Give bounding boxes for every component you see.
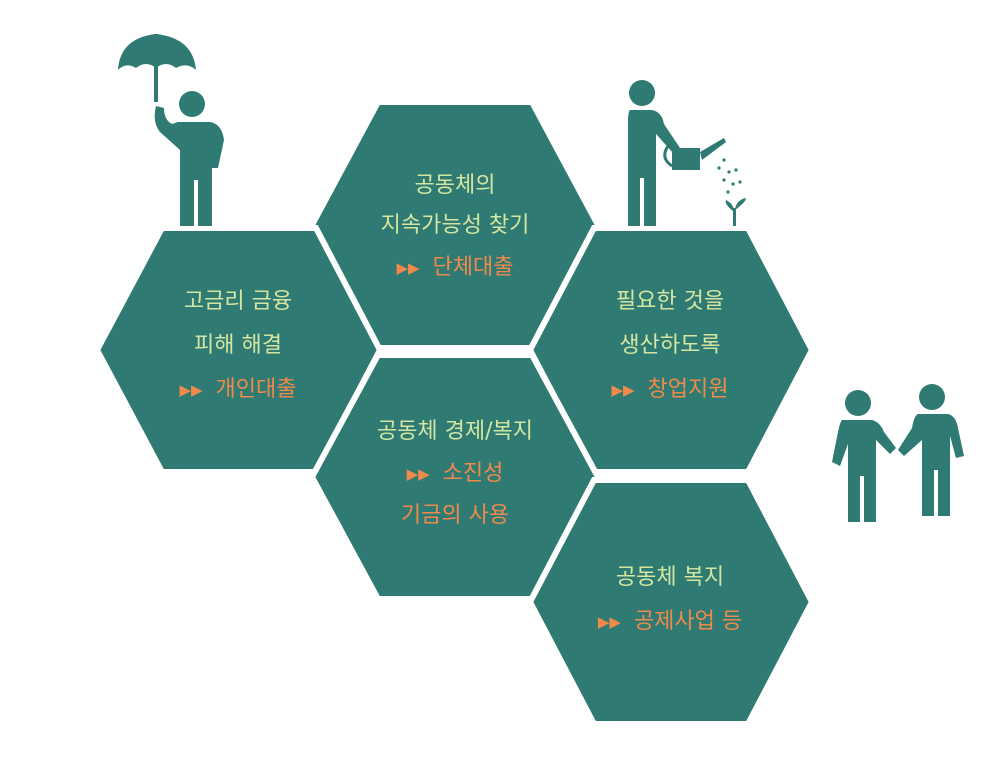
hex-welfare-line-1: 공동체 복지 [616, 565, 724, 590]
hex-sustainability-line-1: 공동체의 [415, 173, 496, 198]
hex-high-interest-accent-1: 개인대출 [216, 377, 297, 402]
hex-startup-accent-1: 창업지원 [648, 377, 729, 402]
arrow-icon: ▶▶ [598, 613, 622, 631]
umbrella-person-icon [118, 34, 224, 226]
svg-text:▶▶ 소진성: ▶▶ 소진성 [407, 461, 504, 486]
svg-text:▶▶ 단체대출: ▶▶ 단체대출 [396, 255, 513, 280]
svg-text:▶▶ 개인대출: ▶▶ 개인대출 [179, 377, 296, 402]
hex-sustainability-accent-1: 단체대출 [433, 255, 514, 280]
hex-high-interest-line-1: 고금리 금융 [184, 289, 292, 314]
arrow-icon: ▶▶ [396, 259, 420, 277]
hex-economy-welfare-accent-2: 기금의 사용 [401, 503, 509, 528]
handshake-people-icon [832, 384, 964, 522]
hexagon-high-interest: 고금리 금융 피해 해결 ▶▶ 개인대출 [93, 225, 384, 475]
hexagon-startup: 필요한 것을 생산하도록 ▶▶ 창업지원 [526, 225, 816, 475]
arrow-icon: ▶▶ [407, 465, 431, 483]
arrow-icon: ▶▶ [179, 381, 203, 399]
watering-person-icon [628, 80, 746, 226]
hexagon-welfare: 공동체 복지 ▶▶ 공제사업 등 [526, 477, 816, 727]
arrow-icon: ▶▶ [611, 381, 635, 399]
hex-sustainability-line-2: 지속가능성 찾기 [381, 213, 530, 238]
hex-economy-welfare-line-1: 공동체 경제/복지 [377, 419, 533, 444]
svg-text:▶▶ 공제사업 등: ▶▶ 공제사업 등 [598, 609, 742, 634]
hex-welfare-accent-1: 공제사업 등 [634, 609, 742, 634]
hex-startup-line-2: 생산하도록 [619, 333, 720, 358]
hex-economy-welfare-accent-1: 소진성 [443, 461, 504, 486]
svg-text:▶▶ 창업지원: ▶▶ 창업지원 [611, 377, 728, 402]
hex-high-interest-line-2: 피해 해결 [194, 333, 282, 358]
hex-startup-line-1: 필요한 것을 [616, 289, 724, 314]
